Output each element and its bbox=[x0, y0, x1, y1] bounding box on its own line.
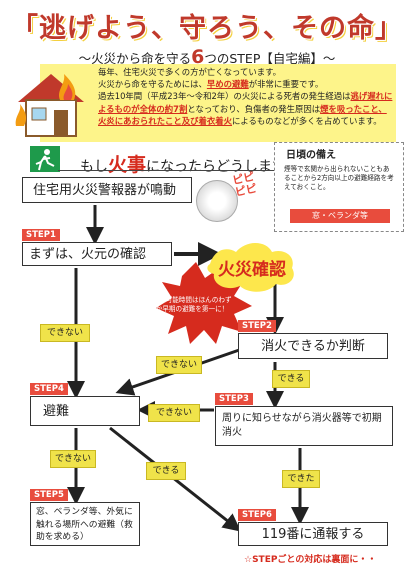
info-box bbox=[40, 64, 396, 142]
step3-box: 周りに知らせながら消火器等で初期消火 bbox=[215, 406, 393, 446]
step4-box: 避難 bbox=[30, 396, 140, 426]
info-line-3: 過去10年間（平成23年～令和2年）の火災による死者の発生経過は逃げ遅れによるも… bbox=[98, 91, 393, 126]
bottom-note: ☆STEPごとの対応は裏面に・・ bbox=[244, 555, 377, 565]
step1-box: まずは、火元の確認 bbox=[22, 242, 172, 266]
step3-tag: STEP3 bbox=[215, 393, 253, 405]
page-title: 「逃げよう、守ろう、その命」 bbox=[11, 13, 403, 44]
cannot-label-step4: できない bbox=[50, 450, 96, 468]
evacuation-warning-text: 避難可能時間はほんのわずか早期の避難を第一に！ bbox=[152, 296, 232, 313]
running-person-icon bbox=[30, 146, 60, 172]
subtitle-suffix: つのSTEP【自宅編】～ bbox=[204, 51, 336, 66]
info-line-2: 火災から命を守るためには、早めの避難が非常に重要です。 bbox=[98, 79, 324, 90]
step5-box: 窓、ベランダ等、外気に触れる場所への避難（救助を求める） bbox=[30, 502, 140, 546]
question-underline bbox=[58, 170, 288, 171]
step6-tag: STEP6 bbox=[238, 509, 276, 521]
subtitle-prefix: ～火災から命を守る bbox=[78, 51, 192, 66]
step1-tag: STEP1 bbox=[22, 229, 60, 241]
can-label-step4: できる bbox=[146, 462, 186, 480]
preparation-text: 煙等で玄関から出られないこともあることから2方向以上の避難経路を考えておくこと。 bbox=[284, 165, 394, 191]
smoke-alarm-icon bbox=[196, 180, 238, 222]
preparation-title: 日頃の備え bbox=[286, 150, 336, 161]
step4-tag: STEP4 bbox=[30, 383, 68, 395]
step6-box: 119番に通報する bbox=[238, 522, 388, 546]
can-label-step2: できる bbox=[272, 370, 310, 388]
info-line-1: 毎年、住宅火災で多くの方が亡くなっています。 bbox=[98, 67, 281, 77]
cannot-label-step2: できない bbox=[156, 356, 202, 374]
step5-tag: STEP5 bbox=[30, 489, 68, 501]
step2-box: 消火できるか判断 bbox=[238, 333, 388, 359]
cannot-label-step3: できない bbox=[148, 404, 200, 422]
done-label-step3: できた bbox=[282, 470, 320, 488]
preparation-badge: 窓・ベランダ等 bbox=[290, 209, 390, 223]
page-subtitle: ～火災から命を守る6つのSTEP【自宅編】～ bbox=[0, 46, 414, 68]
info-text: 毎年、住宅火災で多くの方が亡くなっています。 火災から命を守るためには、早めの避… bbox=[98, 66, 394, 127]
subtitle-number: 6 bbox=[191, 46, 205, 68]
cannot-label-step1: できない bbox=[40, 324, 90, 342]
step2-tag: STEP2 bbox=[238, 320, 276, 332]
burning-house-icon bbox=[15, 74, 84, 137]
alarm-box: 住宅用火災警報器が鳴動 bbox=[22, 177, 192, 203]
fire-confirmation-title: 火災確認 bbox=[218, 260, 286, 280]
